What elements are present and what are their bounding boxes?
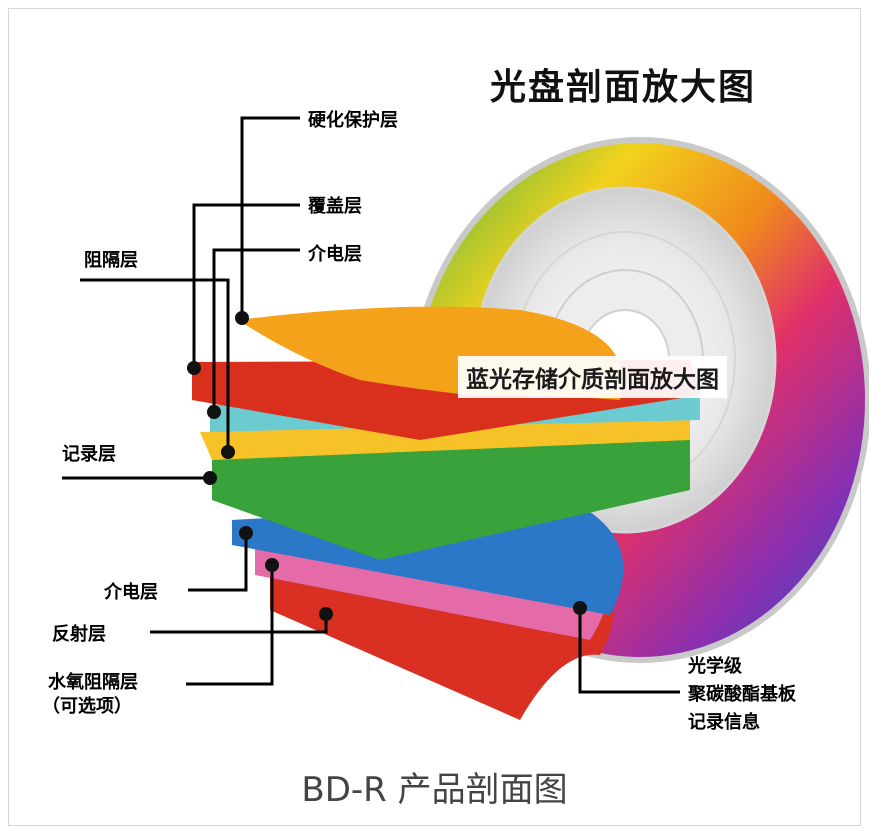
label-dielectric-top: 介电层: [308, 244, 362, 265]
label-moisture-barrier-optional: （可选项）: [42, 696, 132, 717]
bottom-caption: BD-R 产品剖面图: [301, 770, 568, 810]
label-reflective-layer: 反射层: [52, 624, 106, 645]
label-substrate-line3: 记录信息: [688, 712, 760, 733]
label-dielectric-bottom: 介电层: [104, 582, 158, 603]
label-barrier-layer: 阻隔层: [84, 250, 138, 271]
leader-lines: [62, 116, 680, 694]
overlay-title: 蓝光存储介质剖面放大图: [458, 356, 727, 398]
leader-dots: [187, 311, 587, 621]
label-hard-coat: 硬化保护层: [308, 110, 398, 131]
top-title: 光盘剖面放大图: [490, 67, 757, 108]
layer-dielectric-yellow: [200, 420, 690, 460]
label-cover-layer: 覆盖层: [308, 196, 362, 217]
label-moisture-barrier: 水氧阻隔层: [48, 672, 138, 693]
label-substrate-line1: 光学级: [688, 656, 742, 677]
label-recording-layer: 记录层: [62, 444, 116, 465]
layer-recording-green: [212, 438, 690, 560]
layer-stack: [192, 306, 700, 720]
label-substrate-line2: 聚碳酸酯基板: [688, 684, 796, 705]
